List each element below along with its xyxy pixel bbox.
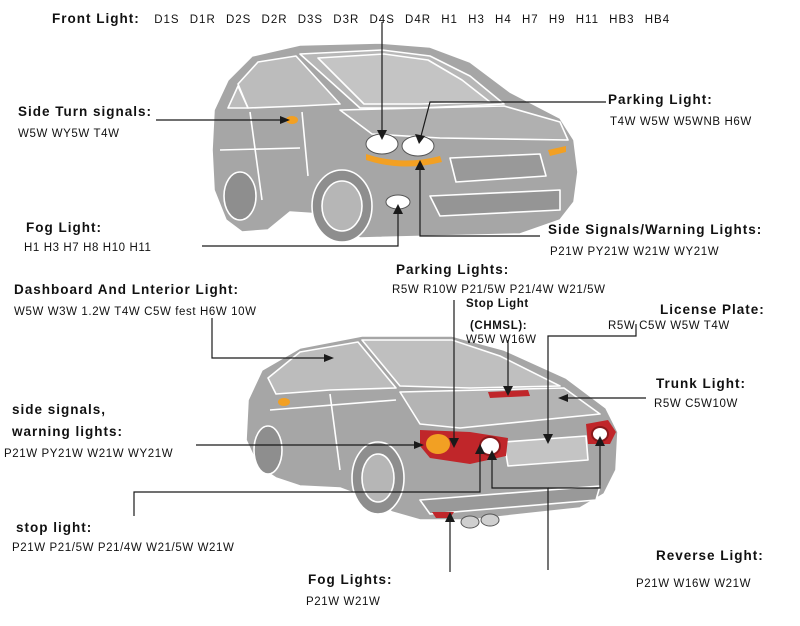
dashboard-interior-bulbs: W5W W3W 1.2W T4W C5W fest H6W 10W: [14, 306, 257, 318]
fog-lights-rear-bulbs: P21W W21W: [306, 596, 381, 608]
reverse-light-title: Reverse Light:: [656, 548, 764, 563]
parking-lights-rear-bulbs: R5W R10W P21/5W P21/4W W21/5W: [392, 284, 606, 296]
side-turn-signals-bulbs: W5W WY5W T4W: [18, 128, 120, 140]
license-plate-bulbs: R5W C5W W5W T4W: [608, 320, 730, 332]
parking-light-title: Parking Light:: [608, 92, 713, 107]
side-signals-warning-bulbs: P21W PY21W W21W WY21W: [550, 246, 720, 258]
fog-light-title: Fog Light:: [26, 220, 102, 235]
rear-lamps: [278, 390, 616, 518]
side-signals-rear-title-2: warning lights:: [12, 424, 123, 439]
side-turn-signals-title: Side Turn signals:: [18, 104, 153, 119]
trunk-light-bulbs: R5W C5W10W: [654, 398, 738, 410]
stop-light-title: stop light:: [16, 520, 93, 535]
stop-light-bulbs: P21W P21/5W P21/4W W21/5W W21W: [12, 542, 235, 554]
license-plate-title: License Plate:: [660, 302, 765, 317]
parking-lights-rear-title: Parking Lights:: [396, 262, 510, 277]
reverse-light-bulbs: P21W W16W W21W: [636, 578, 752, 590]
dashboard-interior-title: Dashboard And Lnterior Light:: [14, 282, 239, 297]
front-light-row: Front Light: D1S D1R D2S D2R D3S D3R D4S…: [52, 10, 670, 28]
fog-lights-rear-title: Fog Lights:: [308, 572, 393, 587]
stop-light-chmsl-title-2: (CHMSL):: [470, 320, 528, 332]
trunk-light-title: Trunk Light:: [656, 376, 746, 391]
stop-light-chmsl-title-1: Stop Light: [466, 298, 529, 310]
rear-car-illustration: [245, 335, 619, 529]
front-lamps: [286, 116, 566, 210]
stop-light-chmsl-bulbs: W5W W16W: [466, 334, 537, 346]
front-light-title: Front Light:: [52, 11, 140, 26]
side-signals-warning-title: Side Signals/Warning Lights:: [548, 222, 763, 237]
callout-arrowheads: [280, 116, 605, 522]
fog-light-bulbs: H1 H3 H7 H8 H10 H11: [24, 242, 152, 254]
front-light-bulbs: D1S D1R D2S D2R D3S D3R D4S D4R H1 H3 H4…: [154, 14, 671, 26]
side-signals-rear-bulbs: P21W PY21W W21W WY21W: [4, 448, 174, 460]
side-signals-rear-title-1: side signals,: [12, 402, 107, 417]
callout-lines: [133, 22, 646, 572]
parking-light-bulbs: T4W W5W W5WNB H6W: [610, 116, 752, 128]
